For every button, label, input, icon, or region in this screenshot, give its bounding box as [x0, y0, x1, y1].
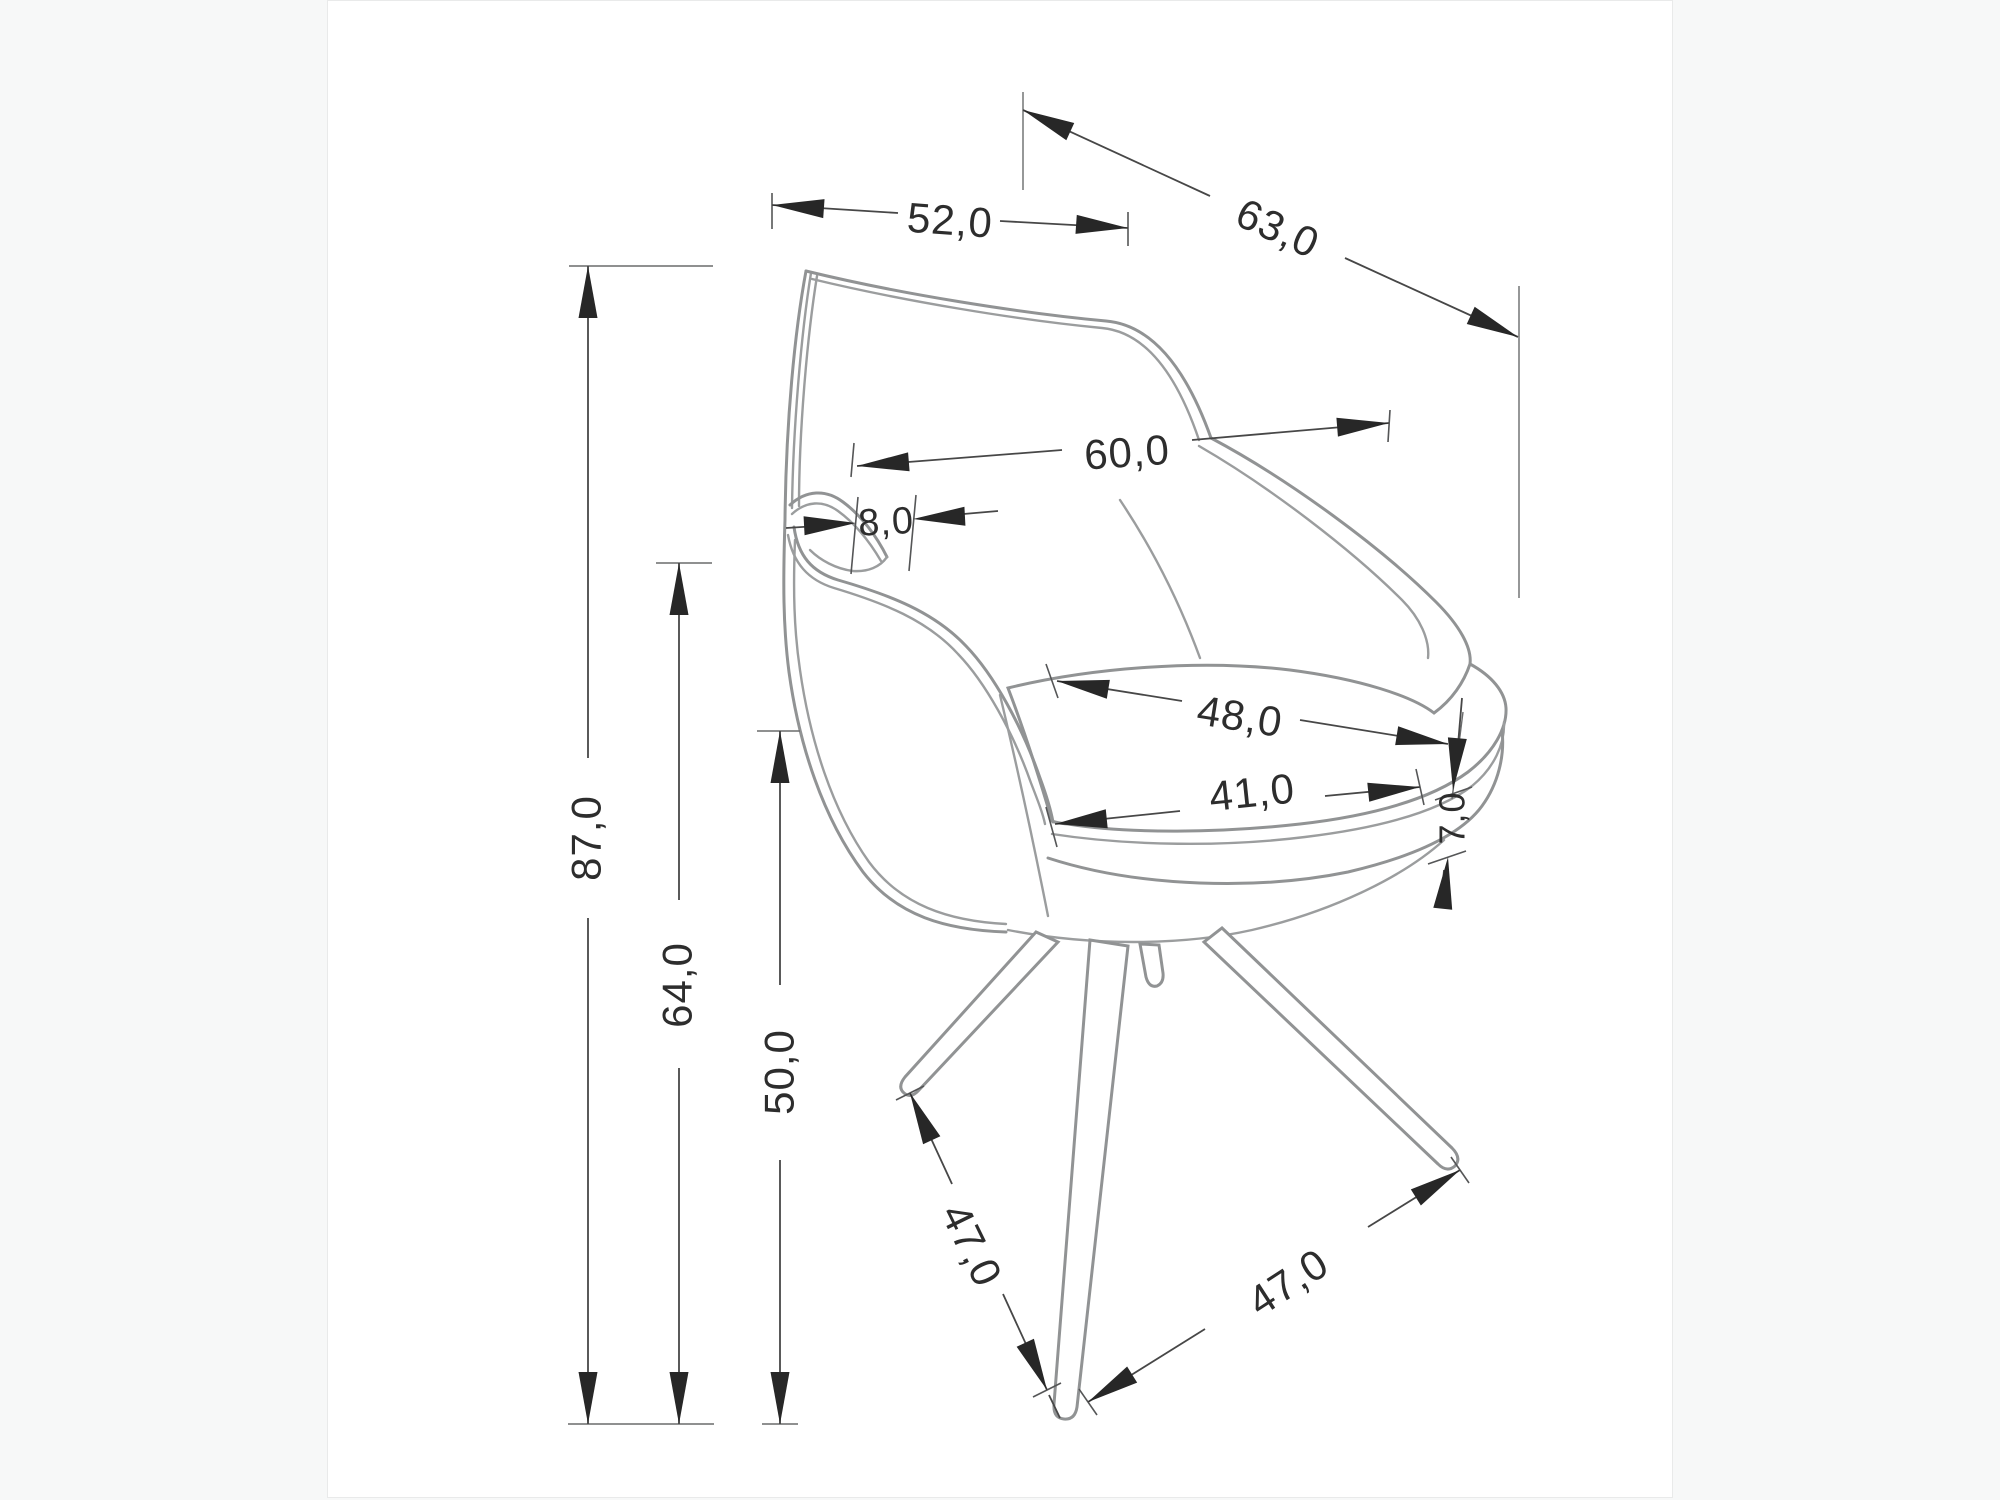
chair-backrest-top-outer [804, 269, 1213, 440]
dimension-depth-overall: 63,0 [1019, 92, 1522, 598]
dim-leg-span-right-label: 47,0 [1239, 1239, 1337, 1325]
chair-left-armrest-band-outer [792, 525, 1055, 824]
dimension-armrest-width: 8,0 [785, 494, 999, 575]
dim-leg-span-left-label: 47,0 [932, 1196, 1012, 1294]
dim-height-armrest-label: 64,0 [654, 942, 701, 1028]
chair-backrest-top-inner [810, 277, 1201, 442]
dim-backrest-width-label: 60,0 [1083, 426, 1172, 479]
dimension-leg-span-left: 47,0 [895, 1085, 1062, 1419]
chair-left-armrest-nose [808, 548, 889, 573]
chair-shell-inner [792, 538, 1008, 926]
dimension-backrest-width: 60,0 [850, 409, 1391, 479]
chair-leg-right [1201, 926, 1460, 1171]
chair-backrest-left-inner2 [797, 274, 819, 508]
chair-left-armrest-top-outer [788, 491, 889, 559]
chair-under-seat [1006, 838, 1446, 944]
chair-seat-piping [1050, 720, 1506, 846]
chair-seat-rim-bottom [1046, 728, 1505, 885]
dimension-back-top-width: 52,0 [771, 193, 1129, 247]
dim-depth-overall-label: 63,0 [1229, 189, 1327, 267]
chair-shell-silhouette [782, 269, 1008, 934]
chair-leg-left [899, 930, 1061, 1097]
dim-cushion-thickness-label: 7,0 [1432, 791, 1473, 844]
chair-right-armrest-outer [1209, 436, 1472, 666]
chair-left-armrest-top-inner [790, 502, 883, 563]
chair-right-armrest-inner [1197, 444, 1430, 660]
chair-leg-rear-stub [1138, 942, 1165, 988]
chair-leg-front [1052, 938, 1130, 1421]
dim-seat-width-label: 41,0 [1207, 764, 1297, 820]
dimension-cushion-thickness: 7,0 [1427, 697, 1473, 910]
dimension-height-armrest: 64,0 [654, 562, 712, 1424]
chair-backrest-seat-seam [1118, 498, 1202, 660]
chair-left-armrest-band-inner [786, 533, 1047, 826]
dimension-seat-width: 41,0 [1045, 764, 1425, 848]
dimension-leg-span-right: 47,0 [1078, 1156, 1470, 1416]
dim-back-top-width-label: 52,0 [906, 194, 995, 247]
chair-backrest-left-inner1 [790, 271, 813, 510]
dimension-height-total: 87,0 [563, 265, 714, 1425]
chair-seat-left-seam [998, 693, 1050, 918]
dim-armrest-width-label: 8,0 [857, 500, 915, 545]
dimension-height-seat: 50,0 [756, 730, 803, 1425]
dim-height-seat-label: 50,0 [756, 1029, 803, 1115]
dim-height-total-label: 87,0 [563, 795, 610, 881]
